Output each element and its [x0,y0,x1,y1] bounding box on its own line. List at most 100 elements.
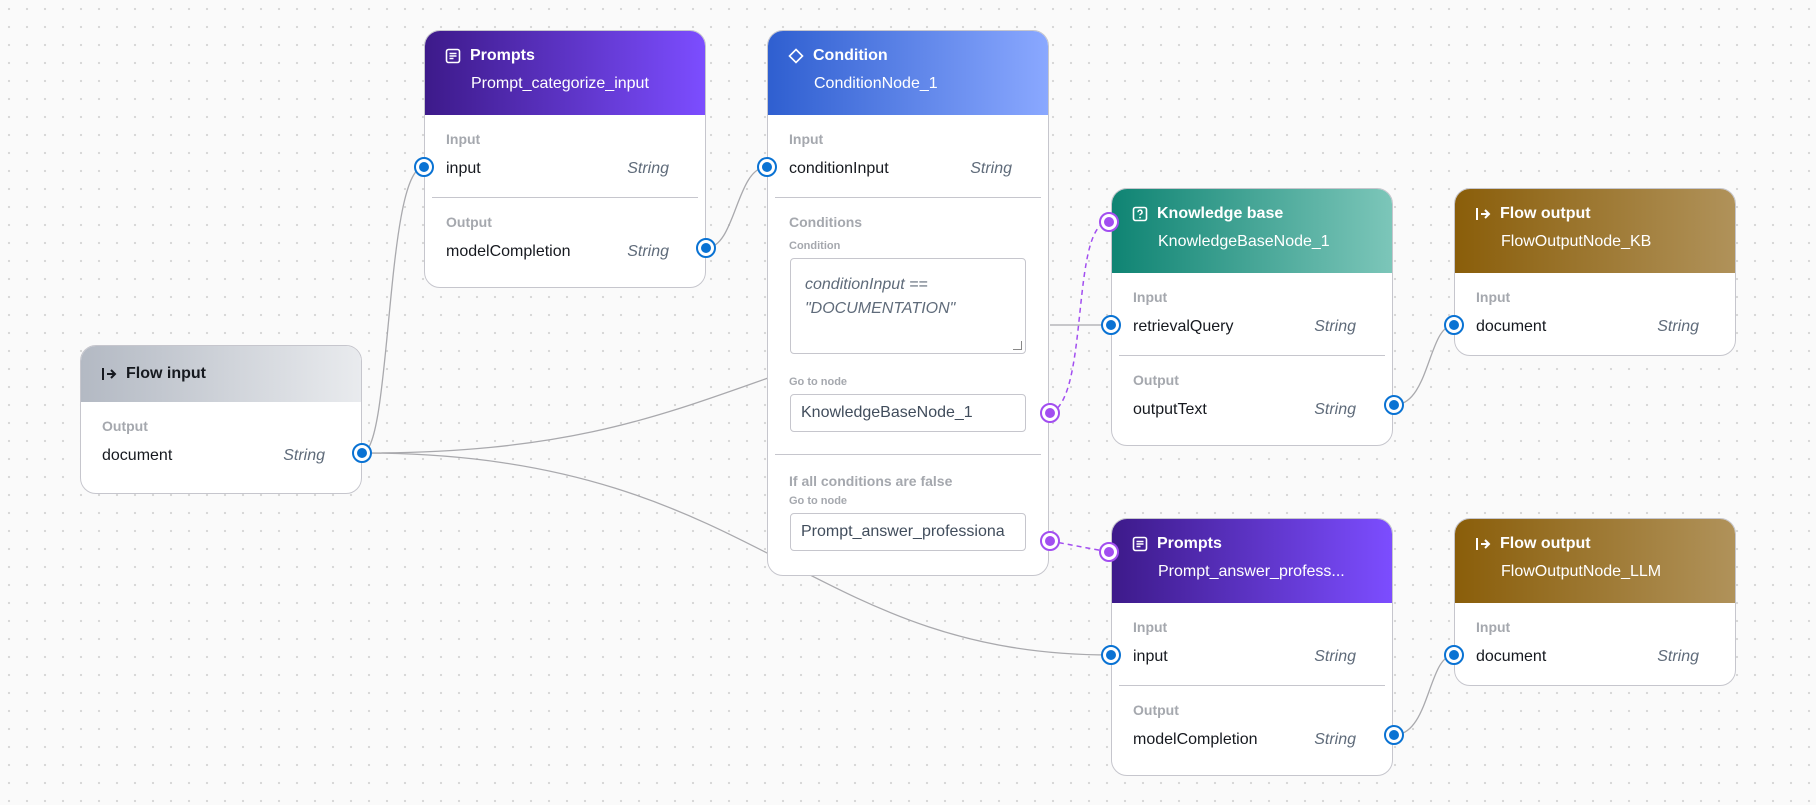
prompt-answer-condition-handle[interactable] [1099,542,1119,562]
port-name: retrievalQuery [1133,318,1234,335]
edge-answer-to-flowoutput[interactable] [1393,654,1455,736]
output-port-row: modelCompletion String [1112,718,1392,754]
else-goto-node-select[interactable]: Prompt_answer_professiona [790,513,1026,551]
port-name: conditionInput [789,160,889,177]
port-type: String [1657,318,1699,335]
divider [1119,685,1385,686]
goto-node-select[interactable]: KnowledgeBaseNode_1 [790,394,1026,432]
edge-categorize-to-condition[interactable] [705,166,768,249]
flow-output-icon [1476,208,1491,220]
port-type: String [1657,648,1699,665]
port-type: String [970,160,1012,177]
flow-output-icon [1476,538,1491,550]
output-section-label: Output [1133,702,1179,718]
flow-output-header[interactable]: Flow output FlowOutputNode_LLM [1455,519,1735,603]
flow-output-header[interactable]: Flow output FlowOutputNode_KB [1455,189,1735,273]
condition-diamond-icon [788,48,804,64]
prompt-categorize-output-handle[interactable] [696,238,716,258]
resize-handle-icon[interactable] [1013,341,1022,350]
port-name: document [1476,648,1547,665]
node-type-label: Knowledge base [1157,205,1284,222]
input-section-label: Input [1476,289,1511,305]
divider [1119,355,1385,356]
input-port-row: conditionInput String [768,147,1048,183]
port-type: String [1314,731,1356,748]
condition-header[interactable]: Condition ConditionNode_1 [768,31,1048,115]
knowledge-base-input-handle[interactable] [1101,315,1121,335]
node-name: ConditionNode_1 [814,75,938,92]
output-port-row: modelCompletion String [425,230,705,266]
port-name: modelCompletion [446,243,571,260]
condition-input-handle[interactable] [757,157,777,177]
condition-false-handle[interactable] [1040,531,1060,551]
input-section-label: Input [1476,619,1511,635]
output-port-row: document String [81,434,361,470]
condition-expression-line: "DOCUMENTATION" [805,300,956,317]
output-section-label: Output [446,214,492,230]
input-port-row: document String [1455,635,1735,671]
condition-expression-textarea[interactable]: conditionInput == "DOCUMENTATION" [790,258,1026,354]
prompt-answer-output-handle[interactable] [1384,725,1404,745]
output-port-row: outputText String [1112,388,1392,424]
prompt-icon [445,48,461,64]
port-name: document [1476,318,1547,335]
node-name: FlowOutputNode_LLM [1501,563,1662,580]
input-port-row: input String [1112,635,1392,671]
node-type-label: Flow output [1500,535,1591,552]
else-section-label: If all conditions are false [789,473,953,489]
node-type-label: Flow input [126,365,206,382]
edge-condition-true-to-kb[interactable] [1049,221,1110,414]
port-type: String [627,243,669,260]
edge-flowinput-to-condition[interactable] [361,377,769,454]
condition-field-label: Condition [789,240,841,252]
condition-node[interactable]: Condition ConditionNode_1 Input conditio… [767,30,1049,576]
knowledge-base-header[interactable]: Knowledge base KnowledgeBaseNode_1 [1112,189,1392,273]
flow-output-kb-input-handle[interactable] [1444,315,1464,335]
flow-output-llm-node[interactable]: Flow output FlowOutputNode_LLM Input doc… [1454,518,1736,686]
node-name: Prompt_categorize_input [471,75,649,92]
input-section-label: Input [446,131,481,147]
flow-input-node[interactable]: Flow input Output document String [80,345,362,494]
input-section-label: Input [1133,619,1168,635]
edge-flowinput-to-prompt-categorize[interactable] [361,166,425,454]
port-type: String [1314,401,1356,418]
divider [775,197,1041,198]
output-section-label: Output [102,418,148,434]
flow-output-llm-input-handle[interactable] [1444,645,1464,665]
knowledge-base-condition-handle[interactable] [1099,212,1119,232]
node-type-label: Prompts [470,47,535,64]
node-type-label: Condition [813,47,888,64]
flow-output-kb-node[interactable]: Flow output FlowOutputNode_KB Input docu… [1454,188,1736,356]
flow-input-header[interactable]: Flow input [81,346,361,402]
port-type: String [1314,318,1356,335]
port-name: document [102,447,173,464]
condition-true-handle[interactable] [1040,403,1060,423]
node-name: FlowOutputNode_KB [1501,233,1652,250]
edge-kb-to-flowoutput[interactable] [1393,324,1455,406]
prompts-header[interactable]: Prompts Prompt_answer_profess... [1112,519,1392,603]
prompt-answer-input-handle[interactable] [1101,645,1121,665]
knowledge-base-node[interactable]: Knowledge base KnowledgeBaseNode_1 Input… [1111,188,1393,446]
knowledge-base-icon [1132,206,1148,222]
divider [432,197,698,198]
input-section-label: Input [789,131,824,147]
port-name: input [446,160,481,177]
node-type-label: Prompts [1157,535,1222,552]
input-section-label: Input [1133,289,1168,305]
condition-expression-line: conditionInput == [805,276,928,293]
goto-node-label: Go to node [789,376,848,388]
port-name: modelCompletion [1133,731,1258,748]
port-type: String [1314,648,1356,665]
port-name: outputText [1133,401,1207,418]
prompt-categorize-input-handle[interactable] [414,157,434,177]
port-name: input [1133,648,1168,665]
node-type-label: Flow output [1500,205,1591,222]
knowledge-base-output-handle[interactable] [1384,395,1404,415]
output-section-label: Output [1133,372,1179,388]
prompts-header[interactable]: Prompts Prompt_categorize_input [425,31,705,115]
prompt-answer-node[interactable]: Prompts Prompt_answer_profess... Input i… [1111,518,1393,776]
flow-input-icon [102,368,117,380]
flow-input-output-handle[interactable] [352,443,372,463]
port-type: String [627,160,669,177]
prompt-categorize-node[interactable]: Prompts Prompt_categorize_input Input in… [424,30,706,288]
